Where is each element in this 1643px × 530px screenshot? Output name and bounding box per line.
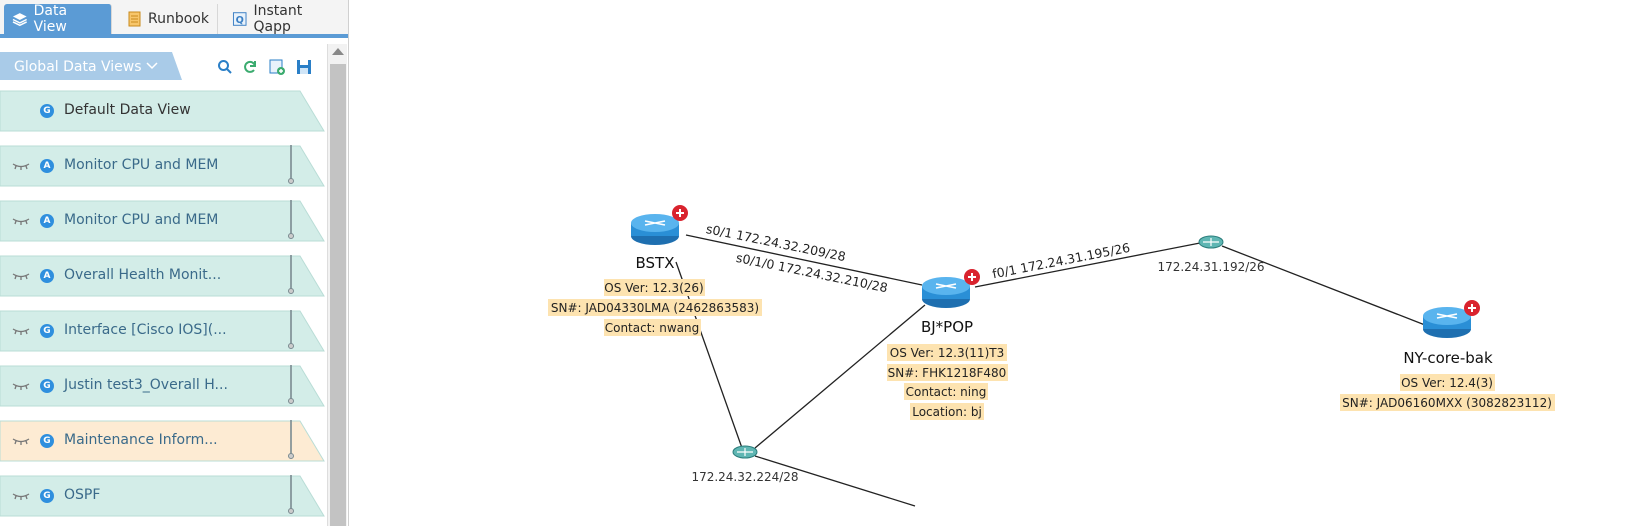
- add-view-icon[interactable]: [268, 58, 286, 76]
- data-view-label: Default Data View: [64, 102, 191, 118]
- svg-text:SN#: JAD06160MXX (3082823112): SN#: JAD06160MXX (3082823112): [1342, 396, 1552, 410]
- item-background: [0, 310, 325, 352]
- topology-map[interactable]: s0/1 172.24.32.209/28 s0/1/0 172.24.32.2…: [350, 0, 1643, 526]
- scope-badge: A: [40, 269, 54, 283]
- svg-text:Contact: nwang: Contact: nwang: [605, 321, 700, 335]
- data-view-item[interactable]: G Interface [Cisco IOS](...: [0, 310, 330, 352]
- svg-text:Location: bj: Location: bj: [912, 405, 982, 419]
- scrollbar-thumb[interactable]: [330, 64, 346, 526]
- svg-text:OS Ver: 12.4(3): OS Ver: 12.4(3): [1401, 376, 1493, 390]
- tab-instant-qapp[interactable]: Q Instant Qapp: [224, 3, 348, 35]
- device-name: NY-core-bak: [1403, 349, 1493, 367]
- data-view-item[interactable]: A Monitor CPU and MEM: [0, 145, 330, 187]
- item-background: [0, 145, 325, 187]
- eye-closed-icon[interactable]: [12, 326, 30, 336]
- tab-label: Runbook: [148, 11, 209, 27]
- scope-badge: G: [40, 379, 54, 393]
- device-info-ny-core-bak: OS Ver: 12.4(3) SN#: JAD06160MXX (308282…: [1340, 374, 1555, 411]
- chevron-down-icon: [146, 62, 158, 70]
- data-view-label: OSPF: [64, 487, 101, 503]
- eye-closed-icon[interactable]: [12, 491, 30, 501]
- data-view-item[interactable]: A Overall Health Monit...: [0, 255, 330, 297]
- device-name: BJ*POP: [921, 318, 973, 336]
- tab-runbook[interactable]: Runbook: [118, 4, 218, 34]
- item-background: [0, 90, 325, 132]
- network-node-172-24-32-224[interactable]: 172.24.32.224/28: [691, 445, 799, 484]
- eye-closed-icon[interactable]: [12, 216, 30, 226]
- link-bjpop-net1[interactable]: [974, 242, 1201, 288]
- item-background: [0, 255, 325, 297]
- tab-label: Instant Qapp: [253, 3, 303, 35]
- item-background: [0, 365, 325, 407]
- data-view-label: Overall Health Monit...: [64, 267, 222, 283]
- data-view-item[interactable]: G Default Data View: [0, 90, 330, 132]
- data-view-item[interactable]: G OSPF: [0, 475, 330, 517]
- svg-text:SN#: FHK1218F480: SN#: FHK1218F480: [888, 366, 1007, 380]
- data-view-label: Interface [Cisco IOS](...: [64, 322, 227, 338]
- device-info-bjpop: OS Ver: 12.3(11)T3 SN#: FHK1218F480 Cont…: [887, 344, 1008, 420]
- network-node-172-24-31-192[interactable]: 172.24.31.192/26: [1157, 235, 1265, 274]
- tab-label: Data View: [33, 3, 68, 35]
- svg-text:OS Ver: 12.3(11)T3: OS Ver: 12.3(11)T3: [890, 346, 1004, 360]
- item-background: [0, 475, 325, 517]
- item-background: [0, 420, 325, 462]
- svg-text:SN#: JAD04330LMA (2462863583): SN#: JAD04330LMA (2462863583): [551, 301, 759, 315]
- data-view-item[interactable]: A Monitor CPU and MEM: [0, 200, 330, 242]
- tab-data-view[interactable]: Data View: [4, 3, 112, 35]
- router-bstx[interactable]: BSTX: [631, 205, 688, 272]
- data-view-label: Justin test3_Overall H...: [64, 377, 228, 393]
- data-view-item[interactable]: G Justin test3_Overall H...: [0, 365, 330, 407]
- router-ny-core-bak[interactable]: NY-core-bak: [1403, 300, 1493, 367]
- global-data-views-dropdown[interactable]: Global Data Views: [0, 52, 190, 82]
- svg-text:Q: Q: [236, 15, 244, 26]
- panel-scrollbar[interactable]: [327, 44, 347, 526]
- scope-badge: A: [40, 159, 54, 173]
- data-view-label: Monitor CPU and MEM: [64, 212, 219, 228]
- scope-badge: G: [40, 104, 54, 118]
- panel-tabs: Data View Runbook Q Instant Qapp: [0, 0, 348, 38]
- layers-icon: [12, 13, 27, 27]
- link-net2-offscreen[interactable]: [754, 455, 916, 507]
- link-bstx-bjpop[interactable]: [685, 234, 923, 286]
- scroll-up-arrow[interactable]: [332, 48, 344, 55]
- refresh-icon[interactable]: [241, 58, 259, 76]
- device-name: BSTX: [636, 254, 675, 272]
- network-label: 172.24.32.224/28: [691, 470, 798, 484]
- link-net1-nycore[interactable]: [1221, 245, 1426, 326]
- svg-text:OS Ver: 12.3(26): OS Ver: 12.3(26): [604, 281, 703, 295]
- data-view-panel: Data View Runbook Q Instant Qapp Global …: [0, 0, 349, 526]
- save-icon[interactable]: [295, 58, 313, 76]
- data-view-label: Monitor CPU and MEM: [64, 157, 219, 173]
- scope-badge: G: [40, 324, 54, 338]
- item-background: [0, 200, 325, 242]
- data-view-label: Maintenance Inform...: [64, 432, 218, 448]
- device-info-bstx: OS Ver: 12.3(26) SN#: JAD04330LMA (24628…: [548, 279, 762, 336]
- runbook-icon: [128, 11, 141, 27]
- qapp-icon: Q: [232, 12, 247, 26]
- data-view-item[interactable]: G Maintenance Inform...: [0, 420, 330, 462]
- search-icon[interactable]: [216, 58, 234, 76]
- scope-badge: G: [40, 434, 54, 448]
- eye-closed-icon[interactable]: [12, 271, 30, 281]
- svg-text:Contact: ning: Contact: ning: [906, 385, 987, 399]
- scope-badge: A: [40, 214, 54, 228]
- dropdown-label: Global Data Views: [14, 59, 142, 75]
- scope-badge: G: [40, 489, 54, 503]
- eye-closed-icon[interactable]: [12, 436, 30, 446]
- router-bjpop[interactable]: BJ*POP: [921, 269, 980, 336]
- link-net2-bjpop[interactable]: [754, 304, 926, 449]
- eye-closed-icon[interactable]: [12, 381, 30, 391]
- network-label: 172.24.31.192/26: [1157, 260, 1264, 274]
- eye-closed-icon[interactable]: [12, 161, 30, 171]
- dropdown-background: [0, 52, 182, 80]
